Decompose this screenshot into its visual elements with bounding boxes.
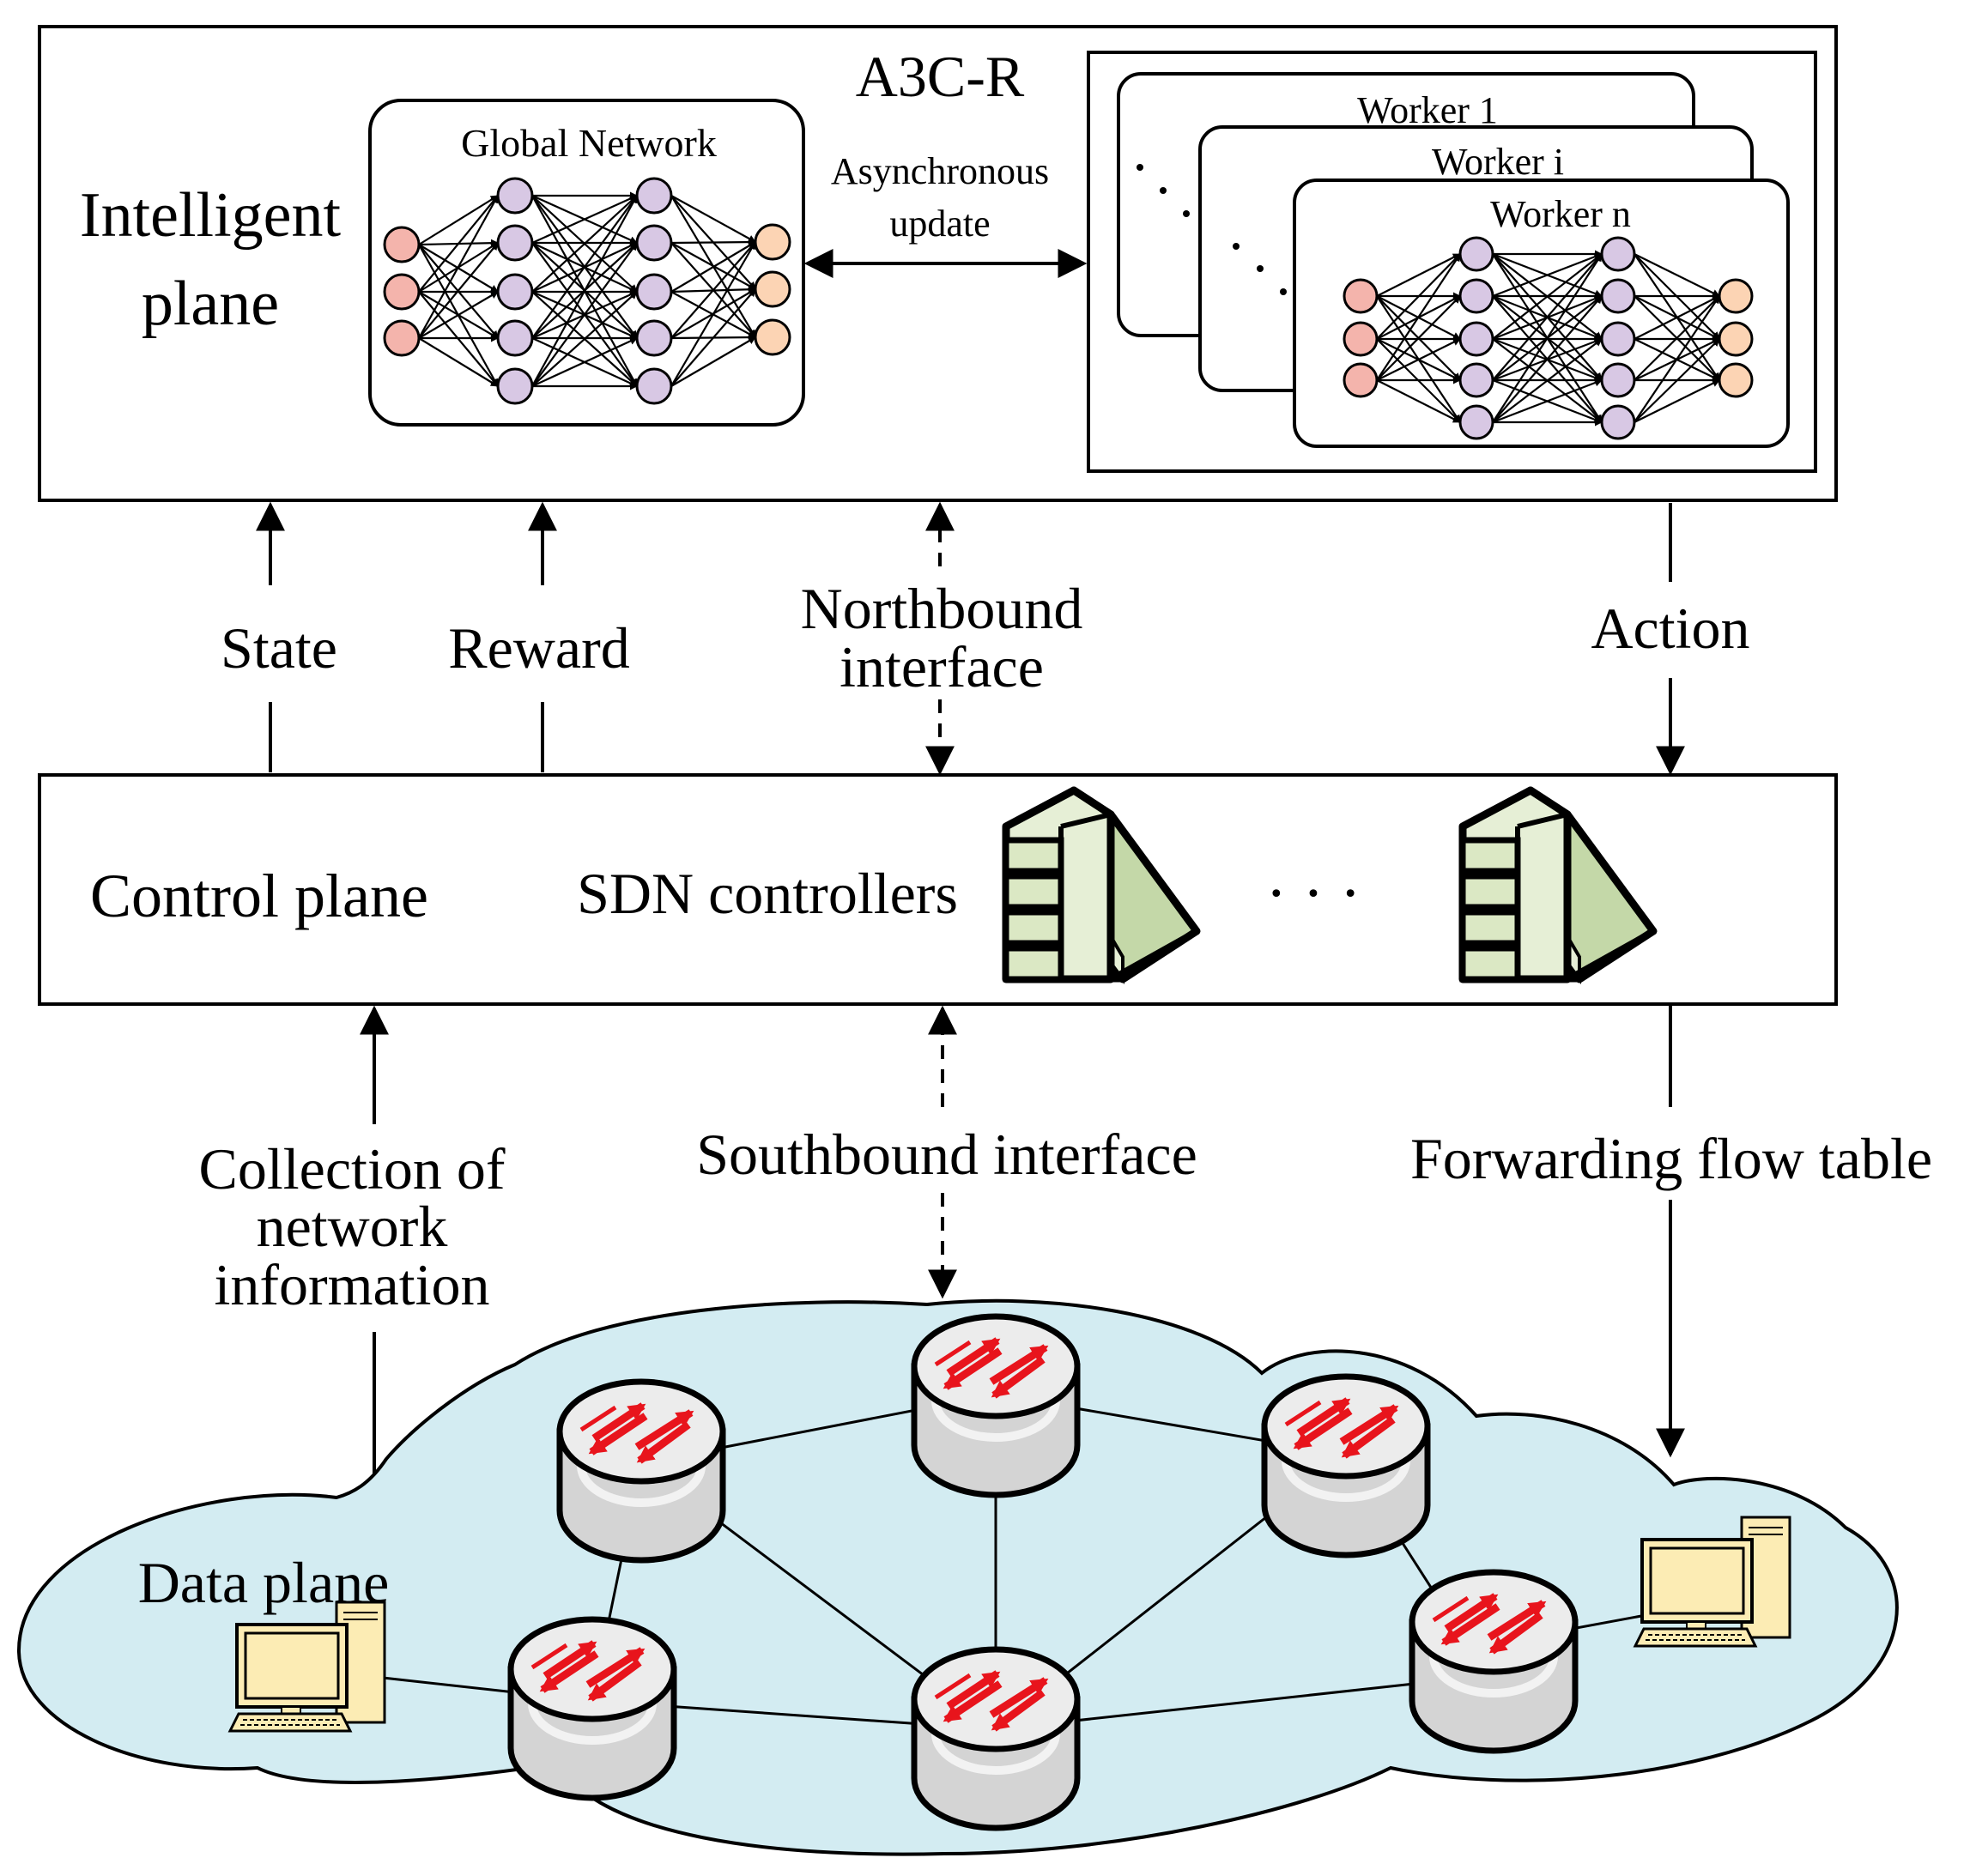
- hidden-node: [635, 224, 673, 262]
- router-icon: [911, 1313, 1081, 1498]
- data-plane: Data plane: [16, 1298, 1899, 1856]
- hidden-node: [1458, 236, 1494, 272]
- router-arrows: [1432, 1593, 1547, 1655]
- control-plane: Control plane SDN controllers · · ·: [38, 773, 1838, 1006]
- collection-link: Collection of network information: [199, 1005, 506, 1483]
- output-node: [754, 223, 791, 261]
- reward-link: Reward: [448, 501, 630, 772]
- forwarding-link: Forwarding flow table: [1410, 1006, 1932, 1458]
- network-connections: [418, 191, 756, 390]
- router-arrows: [579, 1402, 694, 1464]
- a3c-label: A3C-R: [856, 44, 1025, 109]
- router-arrows: [1284, 1397, 1399, 1459]
- hidden-node: [635, 319, 673, 357]
- router-icon: [556, 1378, 726, 1564]
- global-network-label: Global Network: [461, 121, 717, 165]
- control-plane-title: Control plane: [90, 862, 428, 930]
- hidden-node: [1458, 362, 1494, 398]
- hidden-node: [1458, 404, 1494, 440]
- forwarding-label: Forwarding flow table: [1410, 1126, 1932, 1191]
- sdn-controller-server-icon: [1002, 786, 1201, 985]
- output-node: [1718, 321, 1754, 357]
- input-node: [383, 273, 421, 311]
- state-link: State: [221, 501, 337, 772]
- hidden-node: [1600, 362, 1636, 398]
- output-node: [1718, 362, 1754, 398]
- intelligent-plane: Intelligent plane A3C-R Global Network A…: [38, 25, 1838, 502]
- worker-i-label: Worker i: [1432, 141, 1564, 183]
- reward-label: Reward: [448, 615, 629, 681]
- async-update-label: Asynchronous: [831, 150, 1049, 192]
- intelligent-plane-title: Intelligent: [80, 180, 342, 251]
- host-computer-icon: [1633, 1516, 1791, 1648]
- sdn-controller-server-icon: [1458, 786, 1658, 985]
- state-label: State: [221, 615, 337, 681]
- router-arrows: [530, 1640, 646, 1702]
- northbound-label: Northbound: [801, 576, 1083, 641]
- hidden-node: [1600, 236, 1636, 272]
- northbound-interface-link: Northbound interface: [801, 501, 1083, 776]
- hidden-node: [496, 224, 534, 262]
- hidden-node: [635, 177, 673, 215]
- hidden-node: [1458, 321, 1494, 357]
- host-computer-icon: [227, 1601, 386, 1733]
- router-arrows: [934, 1670, 1049, 1732]
- router-icon: [911, 1646, 1081, 1831]
- hidden-node: [496, 177, 534, 215]
- output-node: [754, 270, 791, 308]
- router-icon: [1261, 1373, 1431, 1558]
- sdn-controllers-label: SDN controllers: [577, 861, 958, 926]
- input-node: [383, 319, 421, 357]
- router-arrows: [934, 1337, 1049, 1399]
- output-node: [1718, 278, 1754, 314]
- input-node: [1343, 278, 1379, 314]
- controllers-ellipsis: · · ·: [1266, 858, 1361, 929]
- hidden-node: [635, 273, 673, 311]
- hidden-node: [496, 273, 534, 311]
- network-connections: [1376, 250, 1720, 427]
- intelligent-plane-title-2: plane: [142, 269, 279, 339]
- output-node: [754, 318, 791, 356]
- southbound-label: Southbound interface: [696, 1122, 1197, 1187]
- hidden-node: [1458, 278, 1494, 314]
- worker-ellipsis: [1137, 164, 1287, 295]
- hidden-node: [1600, 321, 1636, 357]
- worker-neural-network: [1343, 236, 1754, 440]
- router-icon: [507, 1616, 677, 1801]
- async-update-label-2: update: [889, 203, 990, 245]
- hidden-node: [1600, 404, 1636, 440]
- collection-label: Collection of: [199, 1136, 506, 1201]
- collection-label-2: network: [257, 1194, 448, 1259]
- northbound-label-2: interface: [840, 634, 1044, 699]
- input-node: [1343, 362, 1379, 398]
- routers: [507, 1313, 1579, 1831]
- router-icon: [1409, 1569, 1579, 1754]
- global-neural-network: [383, 177, 791, 405]
- southbound-interface-link: Southbound interface: [696, 1005, 1197, 1299]
- hidden-node: [1600, 278, 1636, 314]
- hidden-node: [635, 367, 673, 405]
- hidden-node: [496, 319, 534, 357]
- worker-n-label: Worker n: [1490, 193, 1631, 235]
- action-label: Action: [1591, 596, 1749, 661]
- action-link: Action: [1591, 503, 1750, 776]
- input-node: [383, 226, 421, 263]
- hidden-node: [496, 367, 534, 405]
- worker-1-label: Worker 1: [1357, 89, 1498, 131]
- collection-label-3: information: [214, 1252, 489, 1317]
- input-node: [1343, 321, 1379, 357]
